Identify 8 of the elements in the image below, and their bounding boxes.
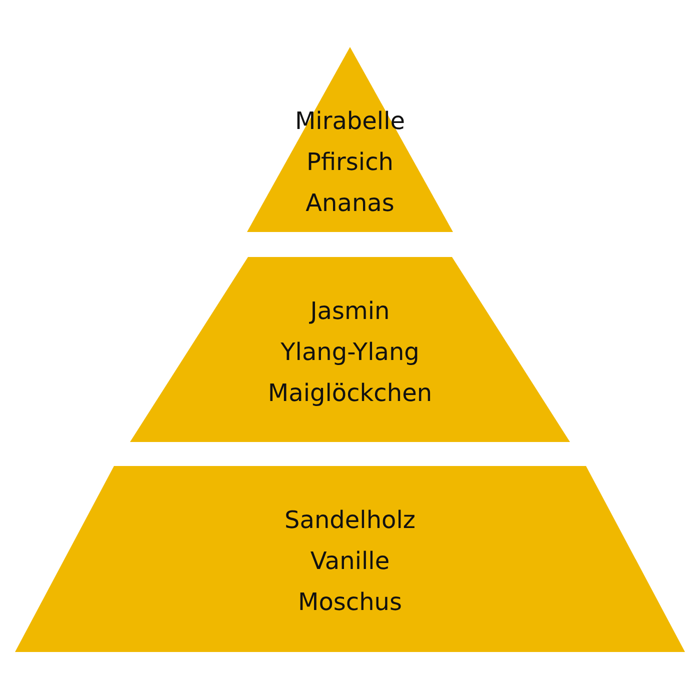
note-label: Maiglöckchen xyxy=(268,378,432,408)
note-label: Pfirsich xyxy=(306,146,394,178)
note-label: Jasmin xyxy=(310,296,390,326)
note-label: Vanille xyxy=(310,546,390,576)
note-label: Moschus xyxy=(298,586,402,618)
note-label: Sandelholz xyxy=(284,504,416,536)
note-label: Ylang-Ylang xyxy=(280,336,420,368)
note-label: Ananas xyxy=(306,188,394,218)
